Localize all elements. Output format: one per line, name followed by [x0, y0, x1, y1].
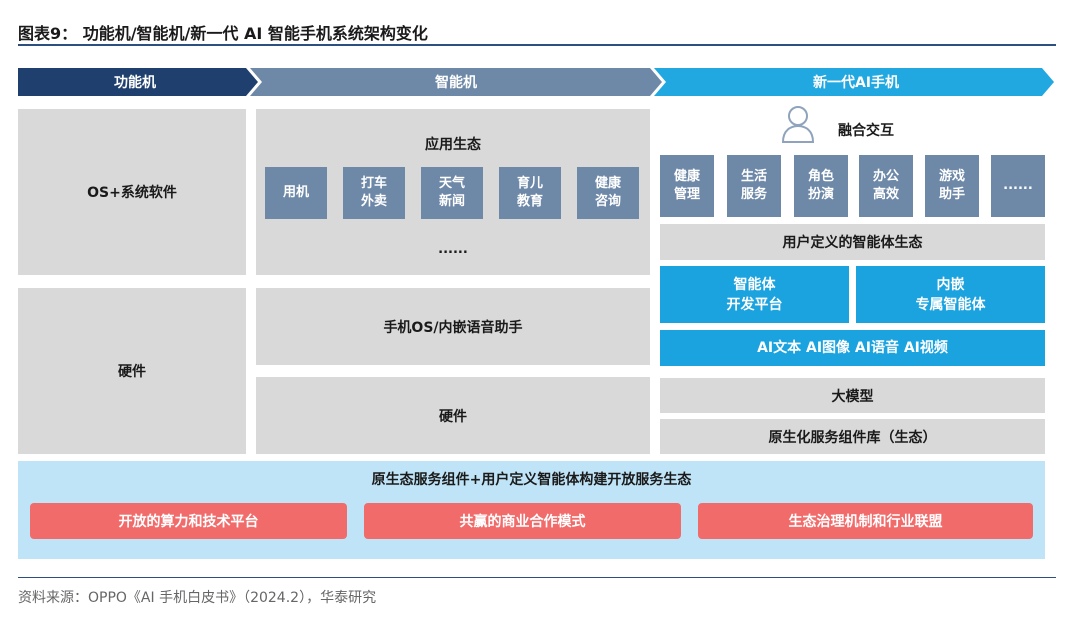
- feature-hardware-block: 硬件: [18, 288, 246, 454]
- app-tile: 打车 外卖: [343, 167, 405, 219]
- scenario-tile: 健康 管理: [660, 155, 714, 217]
- scenario-tile: 办公 高效: [859, 155, 913, 217]
- feature-os-block: OS+系统软件: [18, 109, 246, 275]
- app-more-ellipsis: ......: [438, 242, 468, 257]
- open-ecosystem-band: 原生态服务组件+用户定义智能体构建开放服务生态 开放的算力和技术平台 共赢的商业…: [18, 461, 1045, 559]
- app-tile: 育儿 教育: [499, 167, 561, 219]
- smart-hardware-block: 硬件: [256, 377, 650, 454]
- service-library-bar: 原生化服务组件库（生态）: [660, 419, 1045, 454]
- pillar-governance: 生态治理机制和行业联盟: [698, 503, 1033, 539]
- open-ecosystem-title: 原生态服务组件+用户定义智能体构建开放服务生态: [371, 472, 692, 488]
- modalities-bar: AI文本 AI图像 AI语音 AI视频: [660, 330, 1045, 366]
- smart-os-block: 手机OS/内嵌语音助手: [256, 288, 650, 365]
- phase-label-feature: 功能机: [114, 75, 156, 91]
- phase-header: 功能机 智能机 新一代AI手机: [18, 68, 1056, 96]
- agent-dev-platform-block: 智能体 开发平台: [660, 266, 849, 323]
- title-divider: [18, 44, 1056, 46]
- source-divider: [18, 577, 1056, 578]
- phase-label-smart: 智能机: [435, 75, 477, 91]
- scenario-tile: 生活 服务: [727, 155, 781, 217]
- pillar-business-model: 共赢的商业合作模式: [364, 503, 681, 539]
- phase-chevron-ai: [654, 68, 1054, 96]
- user-icon: [781, 106, 815, 143]
- phase-chevron-smart: [250, 68, 662, 96]
- figure-title: 图表9： 功能机/智能机/新一代 AI 智能手机系统架构变化: [18, 24, 428, 43]
- big-model-bar: 大模型: [660, 378, 1045, 413]
- app-tile: 健康 咨询: [577, 167, 639, 219]
- fused-interaction-label: 融合交互: [838, 123, 894, 139]
- phase-label-ai: 新一代AI手机: [812, 75, 900, 91]
- pillar-compute-platform: 开放的算力和技术平台: [30, 503, 347, 539]
- scenario-more-tile: ......: [991, 155, 1045, 217]
- app-tile: 天气 新闻: [421, 167, 483, 219]
- smart-ecosystem-title: 应用生态: [425, 137, 481, 153]
- embedded-agent-block: 内嵌 专属智能体: [856, 266, 1045, 323]
- scenario-tile: 角色 扮演: [794, 155, 848, 217]
- scenario-tile: 游戏 助手: [925, 155, 979, 217]
- agent-ecosystem-bar: 用户定义的智能体生态: [660, 224, 1045, 260]
- app-tile: 用机: [265, 167, 327, 219]
- smart-ecosystem-block: 应用生态 用机 打车 外卖 天气 新闻 育儿 教育 健康 咨询 ......: [256, 109, 650, 275]
- phase-chevrons: [18, 68, 1054, 96]
- source-note: 资料来源：OPPO《AI 手机白皮书》（2024.2），华泰研究: [18, 590, 377, 606]
- phase-chevron-feature: [18, 68, 258, 96]
